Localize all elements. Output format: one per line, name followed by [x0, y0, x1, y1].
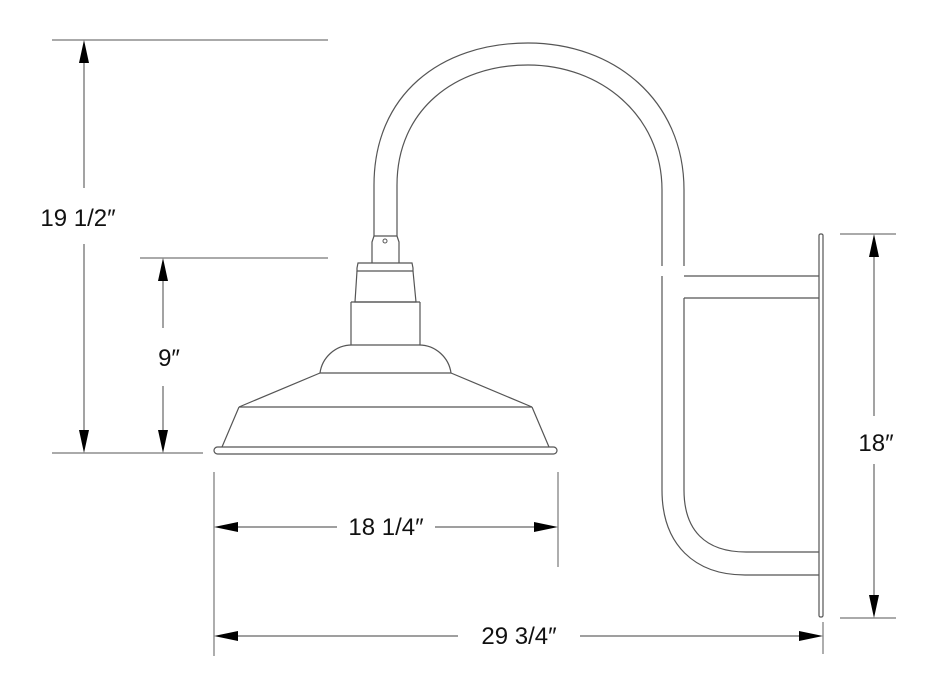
wall-backplate [818, 233, 824, 618]
dimension-overall-height: 19 1/2″ [40, 40, 116, 453]
dimension-shade-width: 18 1/4″ [214, 514, 558, 541]
dimension-overall-projection: 29 3/4″ [214, 623, 823, 650]
arrowhead-left-icon [214, 522, 238, 532]
dimension-shade-height: 9″ [158, 258, 180, 453]
socket-collar [350, 235, 421, 345]
overall-height-label: 19 1/2″ [40, 205, 116, 232]
arrowhead-right-icon [534, 522, 558, 532]
backplate-height-label: 18″ [858, 430, 894, 457]
shade-width-label: 18 1/4″ [348, 514, 424, 541]
arrowhead-up-icon [79, 40, 89, 63]
gooseneck-arm [373, 42, 821, 576]
arrowhead-up-icon [158, 258, 168, 281]
arrowhead-left-icon [214, 631, 238, 641]
overall-projection-label: 29 3/4″ [481, 623, 557, 650]
arrowhead-right-icon [799, 631, 823, 641]
arrowhead-down-icon [869, 595, 879, 618]
shade-rim [213, 446, 558, 455]
shade [221, 344, 550, 448]
arrowhead-up-icon [869, 234, 879, 257]
extension-lines [52, 39, 896, 656]
dimension-backplate-height: 18″ [858, 234, 894, 618]
arrowhead-down-icon [79, 430, 89, 453]
arrowhead-down-icon [158, 430, 168, 453]
shade-height-label: 9″ [158, 345, 180, 372]
